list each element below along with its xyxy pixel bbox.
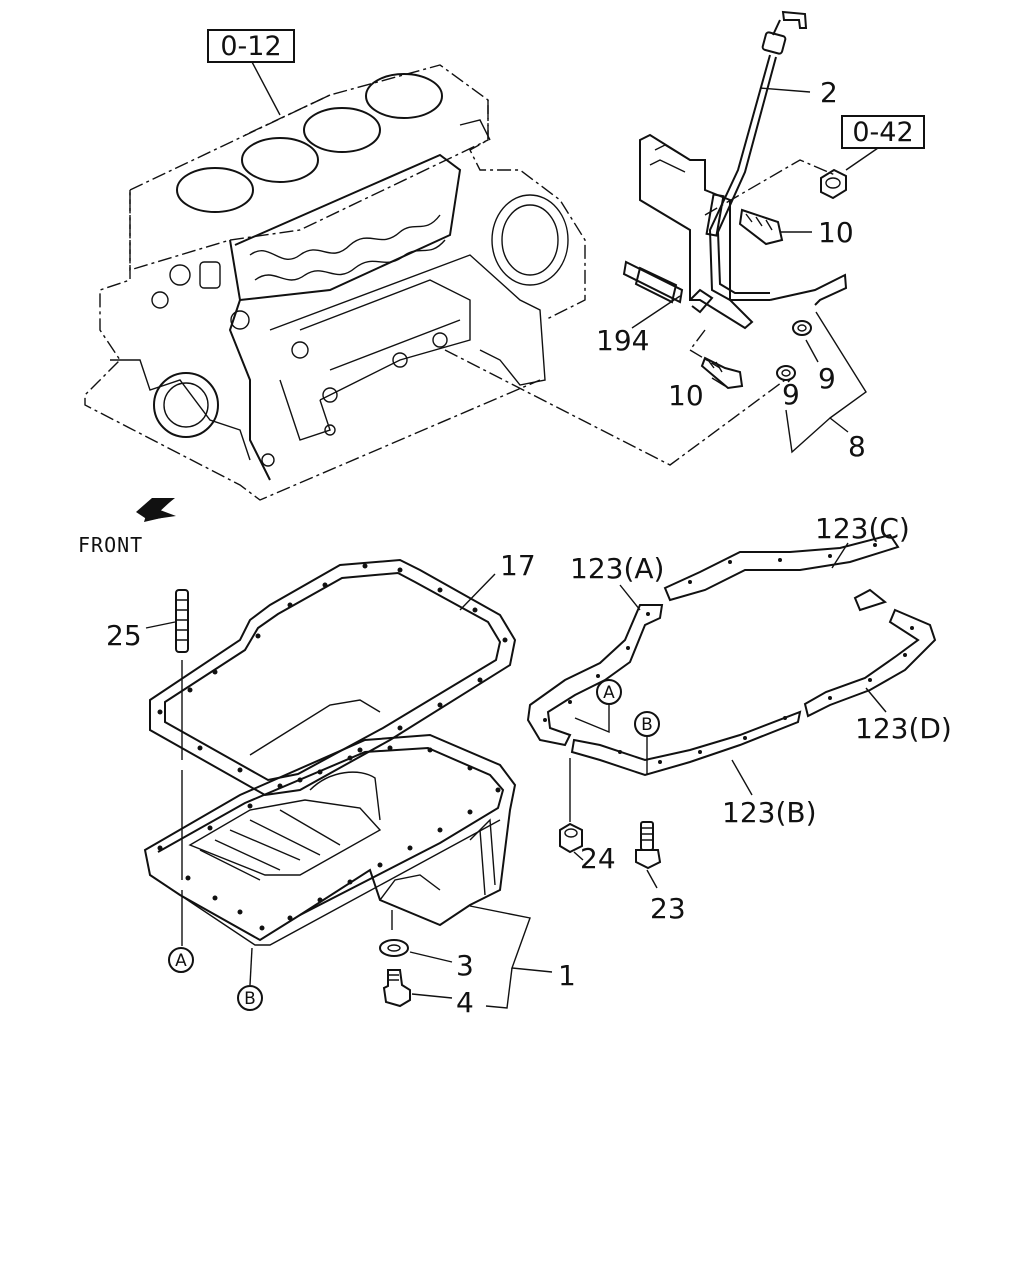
callout-8: 8 (848, 430, 866, 463)
callout-123a: 123(A) (570, 552, 664, 585)
engine-block (84, 64, 586, 501)
callout-17: 17 (500, 549, 536, 582)
callout-194: 194 (596, 324, 649, 357)
callout-3: 3 (456, 949, 474, 982)
segment-gaskets: 123(A) 123(C) 123(D) 123(B) A B (526, 512, 952, 829)
marker-a-gasket: A (603, 683, 615, 703)
pan-markers: A B (168, 890, 263, 1011)
marker-a-pan: A (175, 951, 187, 971)
nut-reference-label: 0-42 (852, 117, 913, 148)
callout-1: 1 (558, 959, 576, 992)
dipstick-assembly (444, 10, 848, 466)
callout-4: 4 (456, 986, 474, 1019)
drain-plug: 3 4 1 (379, 905, 576, 1019)
block-reference: 0-12 (207, 29, 295, 116)
pan-gasket: 17 (149, 549, 536, 797)
callout-9-left: 9 (782, 378, 800, 411)
callout-123b: 123(B) (722, 796, 817, 829)
marker-b-gasket: B (641, 715, 653, 735)
callout-10-upper: 10 (818, 216, 854, 249)
stud-25: 25 (106, 589, 189, 880)
callout-2: 2 (820, 76, 838, 109)
callout-123c: 123(C) (815, 512, 910, 545)
callout-10-lower: 10 (668, 379, 704, 412)
callout-25: 25 (106, 619, 142, 652)
callout-9-right: 9 (818, 362, 836, 395)
callout-23: 23 (650, 892, 686, 925)
callouts-top: 2 0-42 10 194 10 9 9 8 (596, 76, 925, 463)
marker-b-pan: B (244, 989, 256, 1009)
front-indicator: FRONT (78, 498, 176, 557)
callout-24: 24 (580, 842, 616, 875)
front-label: FRONT (78, 533, 143, 557)
oil-pan (143, 733, 517, 946)
block-reference-label: 0-12 (220, 31, 281, 62)
fasteners-24-23: 24 23 (559, 758, 686, 925)
nut-reference-box (841, 115, 925, 149)
callout-123d: 123(D) (855, 712, 952, 745)
